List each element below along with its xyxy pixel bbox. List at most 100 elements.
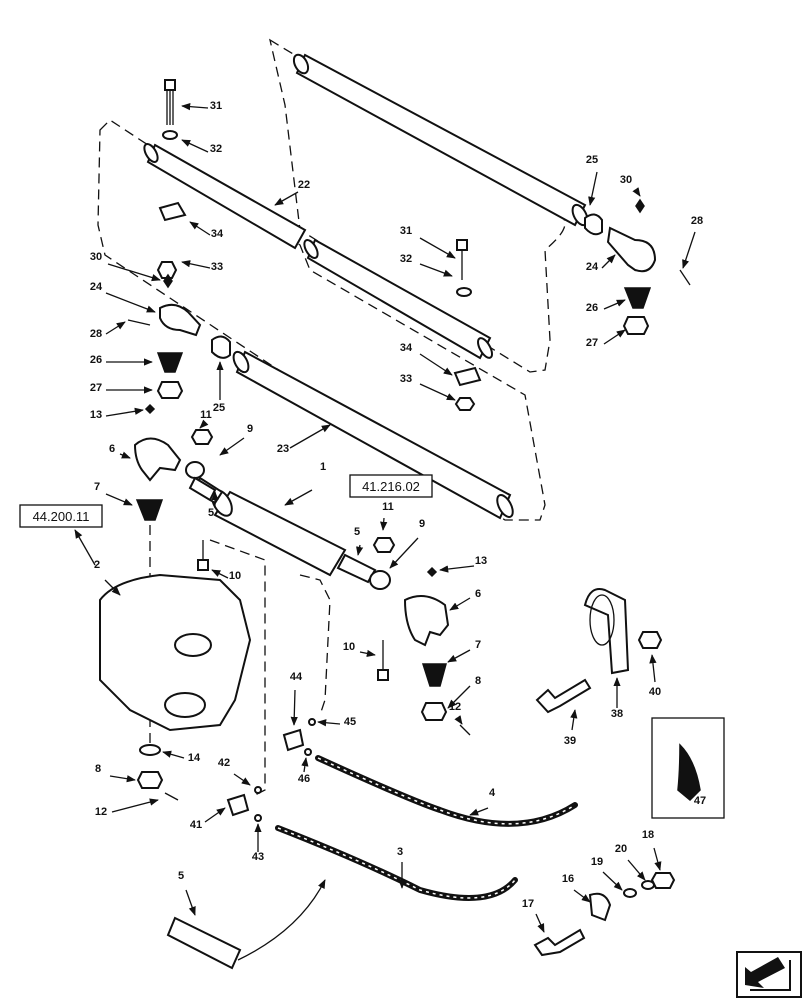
- callout-label: 19: [591, 856, 603, 868]
- callout-label: 25: [586, 154, 598, 166]
- callout-leader: [107, 263, 161, 282]
- callout-label: 5: [208, 507, 214, 519]
- callout-leader: [603, 329, 626, 345]
- cylinder-ref-box[interactable]: [349, 474, 433, 498]
- callout-label: 30: [620, 174, 632, 186]
- callout-label: 8: [95, 763, 101, 775]
- callout-leader: [653, 847, 662, 871]
- callout-leader: [284, 489, 313, 506]
- callout-label: 39: [564, 735, 576, 747]
- callout-leader: [602, 871, 623, 891]
- callout-label: 9: [247, 423, 253, 435]
- callout-label: 10: [343, 641, 355, 653]
- callout-leader: [627, 859, 646, 881]
- callout-label: 10: [229, 570, 241, 582]
- callout-leader: [570, 709, 578, 731]
- callout-label: 11: [382, 501, 394, 513]
- callout-leader: [649, 654, 657, 683]
- callout-leaders: [104, 102, 696, 933]
- reference-boxes: 41.216.02 44.200.11: [19, 474, 433, 566]
- callout-leader: [359, 649, 376, 657]
- callout-label: 25: [213, 402, 225, 414]
- callout-leader: [439, 565, 475, 573]
- callout-label: 16: [562, 873, 574, 885]
- callout-leader: [380, 517, 388, 531]
- callout-label: 18: [642, 829, 654, 841]
- callout-label: 32: [210, 143, 222, 155]
- callout-leader: [449, 597, 471, 611]
- callout-label: 14: [188, 752, 201, 764]
- callout-label: 5: [354, 526, 360, 538]
- steering-ref-box[interactable]: [19, 504, 103, 528]
- callout-leader: [290, 689, 298, 726]
- callout-leader: [105, 407, 144, 417]
- callout-leader: [181, 260, 211, 269]
- callout-label: 24: [586, 261, 599, 273]
- callout-label: 43: [252, 851, 264, 863]
- steering-ref-text: 44.200.11: [33, 509, 90, 524]
- callout-leader: [603, 299, 626, 310]
- shaft-upper-right: [292, 53, 589, 227]
- callout-label: 12: [95, 806, 107, 818]
- callout-leader: [447, 649, 471, 663]
- callout-label: 9: [419, 518, 425, 530]
- callout-leader: [389, 537, 419, 569]
- callout-label: 33: [211, 261, 223, 273]
- callout-leader: [105, 321, 126, 335]
- callout-label: 22: [298, 179, 310, 191]
- callout-leader: [682, 231, 696, 269]
- shaft-middle: [303, 238, 493, 360]
- callout-label: 13: [475, 555, 487, 567]
- shaft-upper-left: [143, 142, 307, 250]
- callout-label: 26: [90, 354, 102, 366]
- callout-leader: [419, 237, 456, 259]
- callout-label: 40: [649, 686, 661, 698]
- callout-label: 45: [344, 716, 356, 728]
- callout-leader: [419, 353, 453, 376]
- callout-leader: [356, 544, 364, 556]
- callout-label: 28: [691, 215, 703, 227]
- callout-leader: [301, 757, 309, 773]
- callout-label: 3: [397, 846, 403, 858]
- callout-leader: [219, 437, 245, 456]
- next-page-button[interactable]: [736, 951, 802, 998]
- callout-label: 31: [400, 225, 412, 237]
- next-page-arrow-icon: [745, 957, 785, 988]
- callout-numbers: 3132223433302428262713251196723313234332…: [90, 100, 706, 910]
- steering-cylinder: [193, 476, 377, 584]
- shaft-lower: [232, 350, 514, 520]
- callout-label: 7: [475, 639, 481, 651]
- callout-label: 41: [190, 819, 202, 831]
- callout-leader: [233, 773, 251, 786]
- callout-leader: [535, 913, 545, 933]
- callout-label: 32: [400, 253, 412, 265]
- callout-leader: [419, 383, 456, 401]
- callout-label: 13: [90, 409, 102, 421]
- callout-leader: [419, 263, 453, 277]
- callout-leader: [181, 139, 209, 153]
- callout-leader: [109, 775, 136, 783]
- callout-leader: [447, 685, 471, 709]
- callout-label: 42: [218, 757, 230, 769]
- callout-leader: [454, 715, 463, 725]
- callout-label: 20: [615, 843, 627, 855]
- callout-label: 38: [611, 708, 623, 720]
- callout-label: 46: [298, 773, 310, 785]
- callout-label: 28: [90, 328, 102, 340]
- callout-leader: [119, 451, 131, 459]
- callout-leader: [274, 191, 299, 206]
- cylinder-ref-text: 41.216.02: [362, 479, 420, 494]
- callout-leader: [104, 579, 121, 596]
- callout-leader: [105, 493, 133, 506]
- callout-leader: [181, 102, 209, 111]
- callout-label: 6: [475, 588, 481, 600]
- hoses: [237, 755, 578, 961]
- callout-leader: [189, 221, 211, 236]
- callout-leader: [632, 187, 641, 197]
- callout-label: 23: [277, 443, 289, 455]
- callout-label: 34: [400, 342, 413, 354]
- callout-label: 30: [90, 251, 102, 263]
- callout-leader: [588, 171, 598, 206]
- right-small-parts: [166, 198, 725, 970]
